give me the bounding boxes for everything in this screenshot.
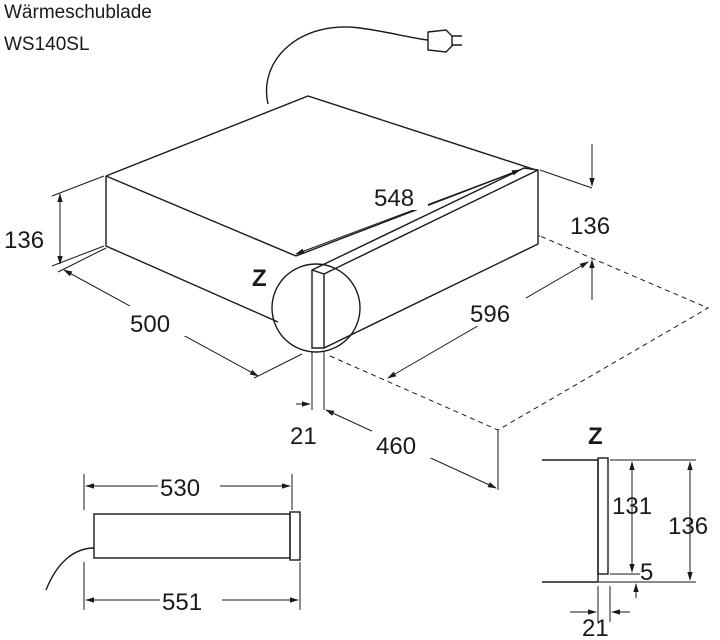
- dim-detail-thickness-label: 21: [582, 615, 609, 640]
- dim-width-niche-label: 596: [470, 301, 510, 328]
- power-cord: [265, 26, 462, 105]
- dim-detail-outer-label: 136: [668, 513, 708, 540]
- dim-bottom-width-label: 551: [162, 589, 202, 616]
- top-view: 530 551: [45, 472, 301, 616]
- detail-title: Z: [588, 423, 603, 450]
- dim-depth-top-label: 548: [374, 185, 414, 212]
- dim-height-side-label: 136: [570, 213, 610, 240]
- dim-width-niche: 596: [387, 261, 589, 379]
- dim-detail-gap-label: 5: [640, 559, 653, 586]
- dim-depth-side: 500: [57, 247, 303, 379]
- detail-z-view: Z 131 136 5 21: [542, 423, 708, 640]
- dim-detail-inner-label: 131: [612, 493, 652, 520]
- dim-panel-offset-label: 21: [290, 423, 317, 450]
- dim-height-front: 136: [4, 175, 105, 267]
- detail-circle: [271, 263, 361, 353]
- dim-depth-side-label: 500: [130, 311, 170, 338]
- dim-panel-offset: 21: [290, 352, 325, 450]
- dim-niche-depth-label: 460: [376, 433, 416, 460]
- dim-height-side: 136: [539, 144, 610, 300]
- dim-top-width-label: 530: [160, 475, 200, 502]
- detail-marker: Z: [252, 265, 267, 292]
- product-type: Wärmeschublade: [4, 2, 152, 23]
- model-number: WS140SL: [4, 34, 90, 55]
- dim-niche-depth: 460: [325, 409, 499, 490]
- dim-height-front-label: 136: [4, 227, 44, 254]
- dim-depth-top: 548: [295, 169, 521, 255]
- niche-outline: [329, 235, 710, 431]
